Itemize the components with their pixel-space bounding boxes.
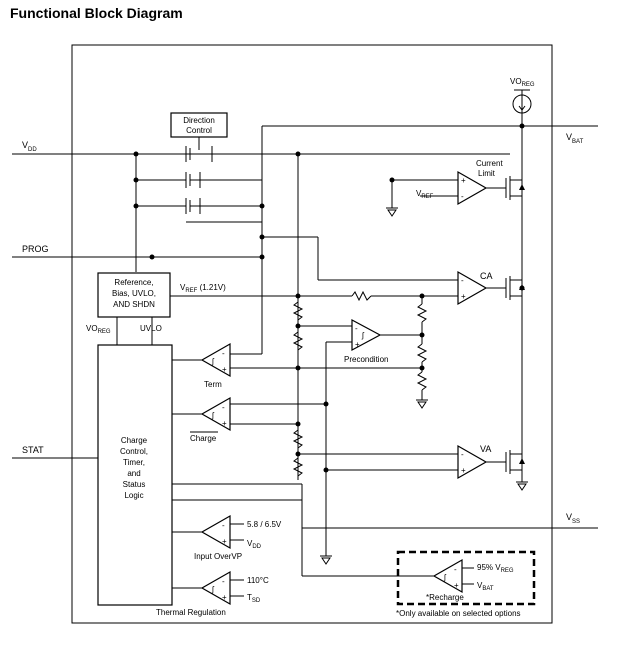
tsd-label: TSD [247,593,261,604]
junction-dots [133,123,525,473]
svg-text:ʃ: ʃ [211,411,215,420]
svg-text:+: + [454,581,459,590]
svg-text:Logic: Logic [124,491,143,500]
vref-current-limit-label: VREF [416,189,434,200]
svg-text:ʃ: ʃ [211,357,215,366]
resistor-string [292,301,304,477]
prog-label: PROG [22,244,49,254]
svg-text:+: + [461,176,466,185]
svg-text:and: and [127,469,140,478]
vbat-rail [261,90,598,478]
svg-text:+: + [222,419,227,428]
svg-text:-: - [461,450,464,459]
svg-text:-: - [222,577,225,586]
svg-text:Timer,: Timer, [123,458,145,467]
stat-label: STAT [22,445,44,455]
svg-text:-: - [222,349,225,358]
ground-symbol [386,207,398,217]
current-limit-amplifier [457,170,488,206]
vref-121-label: VREF (1.21V) [180,283,226,294]
vbat-label: VBAT [566,132,584,145]
voreg-top-label: VOREG [510,77,535,88]
vss-label: VSS [566,512,580,525]
svg-text:Reference,: Reference, [114,278,153,287]
temp-110-label: 110°C [247,576,269,585]
current-limit-label-1: Current [476,159,503,168]
current-limit-transistor [505,176,525,200]
ca-label: CA [480,271,493,281]
diagram-title: Functional Block Diagram [10,5,183,21]
svg-text:-: - [222,521,225,530]
svg-text:+: + [461,466,466,475]
recharge-box [396,550,536,606]
svg-text:Charge: Charge [121,436,148,445]
svg-text:Control,: Control, [120,447,148,456]
term-amplifier [200,342,231,378]
feedback-divider [416,296,428,409]
voreg-ref-label: VOREG [86,324,111,335]
svg-text:Bias, UVLO,: Bias, UVLO, [112,289,156,298]
input-ovp-label: Input OverVP [194,552,242,561]
term-label: Term [204,380,222,389]
svg-text:-: - [461,192,464,201]
precondition-amplifier [351,318,382,352]
direction-switch-transistors [185,146,262,223]
svg-text:-: - [454,565,457,574]
recharge-amplifier [432,558,463,594]
recharge-95-label: 95% VREG [477,563,514,574]
svg-text:ʃ: ʃ [443,573,447,582]
svg-text:ʃ: ʃ [361,331,365,340]
vss-ground [320,555,332,565]
uvlo-label: UVLO [140,324,162,333]
direction-control-block [170,112,228,138]
recharge-vbat-label: VBAT [477,581,494,592]
charge-label: Charge [190,434,217,443]
input-ovp-amplifier [200,514,231,550]
svg-text:+: + [461,292,466,301]
footnote: *Only available on selected options [396,609,521,618]
recharge-label: *Recharge [426,593,464,602]
charge-amplifier [200,396,231,432]
svg-text:+: + [355,340,360,349]
ca-resistor [340,290,458,302]
thermal-regulation-label: Thermal Regulation [156,608,226,617]
charge-control-logic-block [97,344,173,606]
va-label: VA [480,444,491,454]
svg-text:Status: Status [123,480,146,489]
reference-block [97,272,171,318]
va-amplifier [457,444,488,480]
ovp-vdd-label: VDD [247,539,262,550]
voreg-current-source [512,89,532,114]
va-transistor [505,450,528,491]
vdd-label: VDD [22,140,37,153]
svg-text:-: - [222,403,225,412]
thermal-regulation-amplifier [200,570,231,606]
svg-text:-: - [355,324,358,333]
svg-text:+: + [222,365,227,374]
svg-text:+: + [222,537,227,546]
svg-text:+: + [222,593,227,602]
precondition-label: Precondition [344,355,388,364]
svg-text:-: - [461,276,464,285]
direction-control-label-1: Direction [183,116,215,125]
svg-text:AND SHDN: AND SHDN [113,300,155,309]
ovp-threshold-label: 5.8 / 6.5V [247,520,282,529]
direction-control-label-2: Control [186,126,212,135]
svg-text:ʃ: ʃ [211,585,215,594]
ca-amplifier [457,270,488,306]
chip-outline [71,44,553,624]
vdd-rail [12,153,510,480]
current-limit-label-2: Limit [478,169,496,178]
